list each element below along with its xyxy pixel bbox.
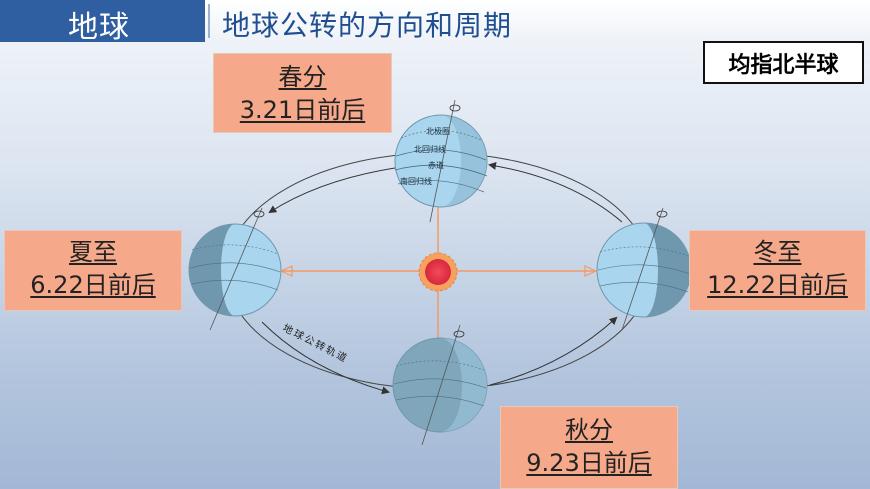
season-date-autumn: 9.23日前后 <box>526 449 652 477</box>
earth-winter <box>596 207 692 331</box>
sun <box>418 252 458 292</box>
season-date-summer: 6.22日前后 <box>30 271 156 299</box>
section-tab-label: 地球 <box>68 10 130 45</box>
season-box-autumn: 秋分 9.23日前后 <box>500 406 678 489</box>
hemisphere-note: 均指北半球 <box>703 41 864 84</box>
sunray-left-head <box>279 265 293 277</box>
latitude-cancer-label: 北回归线 <box>414 144 446 154</box>
earth-autumn <box>392 324 488 446</box>
page-title: 地球公转的方向和周期 <box>222 9 513 42</box>
season-box-winter: 冬至 12.22日前后 <box>689 230 866 311</box>
header-bar: 地球 地球公转的方向和周期 <box>0 0 870 45</box>
season-name-autumn: 秋分 <box>565 416 613 444</box>
season-date-winter: 12.22日前后 <box>707 271 848 299</box>
orbit-arrow-autumn-to-winter <box>489 316 618 386</box>
season-name-spring: 春分 <box>278 63 327 91</box>
latitude-equator-label: 赤道 <box>428 160 444 170</box>
season-box-summer: 夏至 6.22日前后 <box>4 230 182 311</box>
earth-spring: 北极圈 北回归线 赤道 南回归线 <box>394 99 488 223</box>
title-divider <box>208 4 210 38</box>
season-box-spring: 春分 3.21日前后 <box>213 53 392 133</box>
earth-summer <box>188 207 282 331</box>
section-tab: 地球 <box>0 0 205 45</box>
latitude-capricorn-label: 南回归线 <box>400 176 432 186</box>
season-name-winter: 冬至 <box>753 238 802 266</box>
orbit-arrow-summer-to-autumn <box>261 321 390 395</box>
latitude-arctic-label: 北极圈 <box>426 126 450 136</box>
season-date-spring: 3.21日前后 <box>239 96 366 124</box>
sunray-right-head <box>584 265 598 277</box>
season-name-summer: 夏至 <box>69 238 117 266</box>
orbit-arrow-spring-to-summer <box>268 167 396 214</box>
orbit-label: 地球公转轨道 <box>281 321 351 365</box>
orbit-arrow-winter-to-spring <box>488 162 623 223</box>
